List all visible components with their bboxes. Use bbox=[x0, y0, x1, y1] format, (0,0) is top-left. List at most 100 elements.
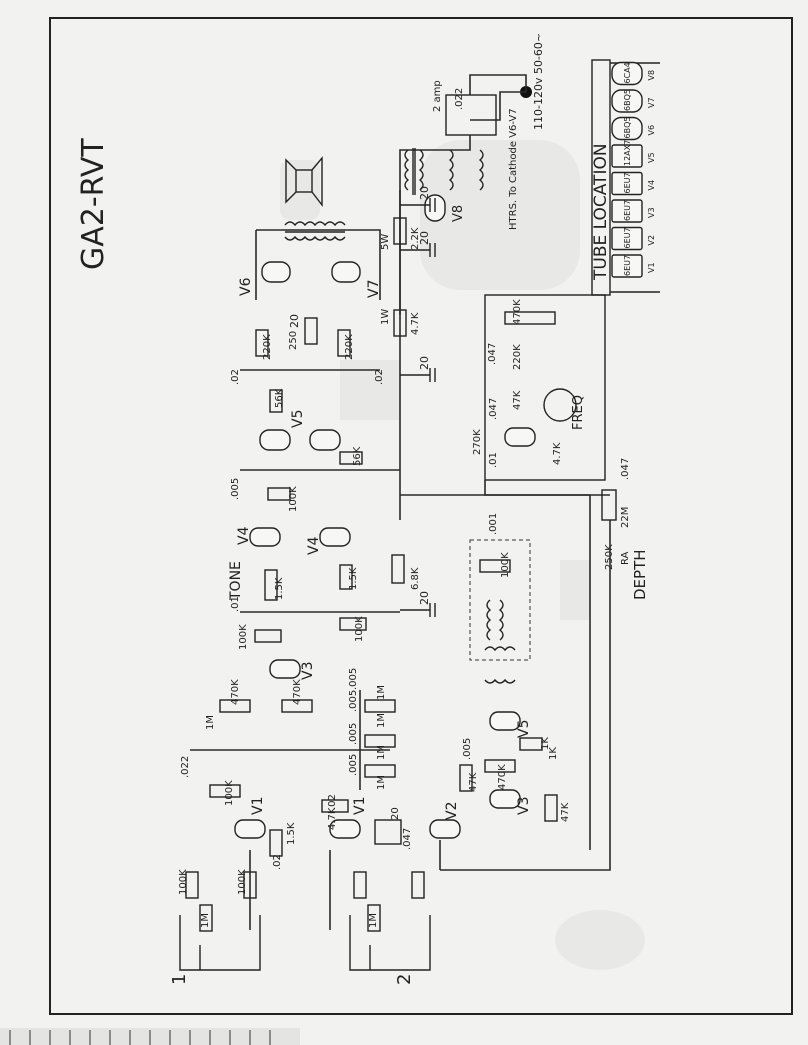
svg-text:20: 20 bbox=[390, 807, 401, 820]
tube-socket-v2: 6EU7 V2 bbox=[611, 226, 656, 251]
output-transformer bbox=[284, 221, 346, 241]
svg-text:1M: 1M bbox=[376, 713, 387, 728]
svg-text:V2: V2 bbox=[444, 802, 460, 820]
svg-text:.02: .02 bbox=[230, 369, 241, 385]
tube-socket-id: V1 bbox=[647, 262, 656, 273]
svg-text:20: 20 bbox=[288, 314, 301, 328]
tube-socket-type: 6EU7 bbox=[623, 227, 632, 248]
tube-socket-type: 6CA4 bbox=[623, 62, 632, 83]
tube-location-block: TUBE LOCATION bbox=[591, 59, 660, 296]
svg-text:V1: V1 bbox=[250, 797, 266, 815]
svg-text:V4: V4 bbox=[236, 526, 252, 545]
heaters-label: HTRS. To Cathode V6-V7 bbox=[508, 108, 519, 230]
svg-text:V3: V3 bbox=[516, 797, 532, 815]
bleed-through-background bbox=[280, 140, 645, 970]
svg-text:.005: .005 bbox=[230, 478, 241, 500]
svg-text:2.2K: 2.2K bbox=[410, 227, 421, 250]
svg-text:100K: 100K bbox=[237, 869, 248, 895]
input-jack-1 bbox=[179, 915, 261, 971]
svg-text:.047: .047 bbox=[620, 458, 631, 480]
svg-text:.01: .01 bbox=[488, 452, 499, 468]
input-2-label: 2 bbox=[394, 974, 415, 985]
svg-text:1K: 1K bbox=[540, 737, 551, 750]
svg-text:4.7K: 4.7K bbox=[327, 807, 338, 830]
svg-text:470K: 470K bbox=[292, 679, 303, 705]
svg-text:56K: 56K bbox=[352, 446, 363, 466]
power-tube-v6: V6 bbox=[238, 261, 291, 296]
svg-text:6.8K: 6.8K bbox=[410, 567, 421, 590]
svg-text:.02: .02 bbox=[327, 794, 338, 810]
tube-socket-type: 6BQ5 bbox=[623, 89, 632, 111]
tube-location-heading: TUBE LOCATION bbox=[591, 143, 611, 281]
svg-text:1M: 1M bbox=[368, 913, 379, 928]
input-section: 100K 100K 1M 1M 1 2 bbox=[169, 869, 431, 985]
svg-text:.02: .02 bbox=[374, 369, 385, 385]
schematic-title: GA2-RVT bbox=[76, 138, 111, 270]
power-switch bbox=[445, 94, 497, 136]
svg-text:V5: V5 bbox=[290, 410, 306, 428]
svg-text:.047: .047 bbox=[488, 398, 499, 420]
svg-text:20: 20 bbox=[418, 231, 431, 245]
svg-text:.001: .001 bbox=[488, 513, 499, 535]
svg-text:V6: V6 bbox=[238, 277, 254, 296]
svg-text:56K: 56K bbox=[274, 388, 285, 408]
sheet-border bbox=[49, 17, 793, 1015]
svg-text:V8: V8 bbox=[451, 205, 466, 222]
svg-text:1K: 1K bbox=[548, 747, 559, 760]
svg-text:47K: 47K bbox=[468, 772, 479, 792]
tube-socket-type: 6BQ5 bbox=[623, 117, 632, 139]
tube-socket-type: 6EU7 bbox=[623, 255, 632, 276]
svg-text:.047: .047 bbox=[487, 343, 498, 365]
svg-text:100K: 100K bbox=[224, 780, 235, 806]
svg-text:4.7K: 4.7K bbox=[552, 442, 563, 465]
svg-text:V1: V1 bbox=[352, 797, 368, 815]
svg-text:.005: .005 bbox=[348, 754, 359, 776]
svg-text:270K: 270K bbox=[472, 429, 483, 455]
svg-text:220K: 220K bbox=[344, 334, 355, 360]
svg-text:1M: 1M bbox=[376, 745, 387, 760]
svg-text:V3: V3 bbox=[300, 662, 316, 680]
output-section: V6 V7 220K 250 220K 20 .02 .02 56K bbox=[230, 156, 385, 413]
svg-text:4.7K: 4.7K bbox=[410, 312, 421, 335]
svg-text:1M: 1M bbox=[200, 913, 211, 928]
reverb-driver: V3 47K 47K .005 1K V2 20 .047 bbox=[374, 738, 571, 850]
filter-caps bbox=[400, 198, 436, 617]
tube-socket-v1: 6EU7 V1 bbox=[611, 254, 656, 278]
svg-text:20: 20 bbox=[418, 186, 431, 200]
svg-text:220K: 220K bbox=[512, 344, 523, 370]
svg-text:100K: 100K bbox=[288, 486, 299, 512]
tube-socket-id: V7 bbox=[647, 97, 656, 108]
tube-socket-v4: 6EU7 V4 bbox=[611, 171, 656, 196]
svg-text:V4: V4 bbox=[306, 536, 322, 555]
svg-text:470K: 470K bbox=[512, 299, 523, 325]
svg-text:1.5K: 1.5K bbox=[348, 567, 359, 590]
svg-text:20: 20 bbox=[418, 591, 431, 605]
tube-socket-type: 6EU7 bbox=[623, 200, 632, 221]
svg-text:47K: 47K bbox=[512, 390, 523, 410]
power-transformer bbox=[404, 148, 484, 195]
line-voltage-label: 110-120v 50-60~ bbox=[532, 33, 545, 130]
svg-text:5W: 5W bbox=[380, 234, 391, 250]
depth-label: DEPTH bbox=[631, 549, 649, 600]
power-cap-label: .022 bbox=[454, 88, 465, 110]
tube-socket-type: 6EU7 bbox=[623, 172, 632, 193]
svg-text:220K: 220K bbox=[262, 334, 273, 360]
tremolo-oscillator: 470K .047 .047 220K 47K FREQ 270K 4.7K .… bbox=[440, 294, 649, 871]
tube-socket-v7: 6BQ5 V7 bbox=[611, 89, 656, 113]
svg-text:.005: .005 bbox=[348, 690, 359, 712]
svg-text:1W: 1W bbox=[380, 309, 391, 325]
input-jack-2 bbox=[349, 915, 431, 971]
svg-text:1.5K: 1.5K bbox=[274, 577, 285, 600]
tube-socket-id: V2 bbox=[647, 235, 656, 246]
svg-text:FREQ: FREQ bbox=[571, 395, 586, 430]
svg-text:20: 20 bbox=[418, 356, 431, 370]
svg-text:1M: 1M bbox=[376, 775, 387, 790]
tube-socket-id: V4 bbox=[647, 180, 656, 191]
bus-wiring bbox=[249, 494, 591, 930]
fuse-label: 2 amp bbox=[432, 80, 443, 112]
svg-text:.005: .005 bbox=[348, 668, 359, 690]
power-tube-v7: V7 bbox=[331, 261, 382, 298]
